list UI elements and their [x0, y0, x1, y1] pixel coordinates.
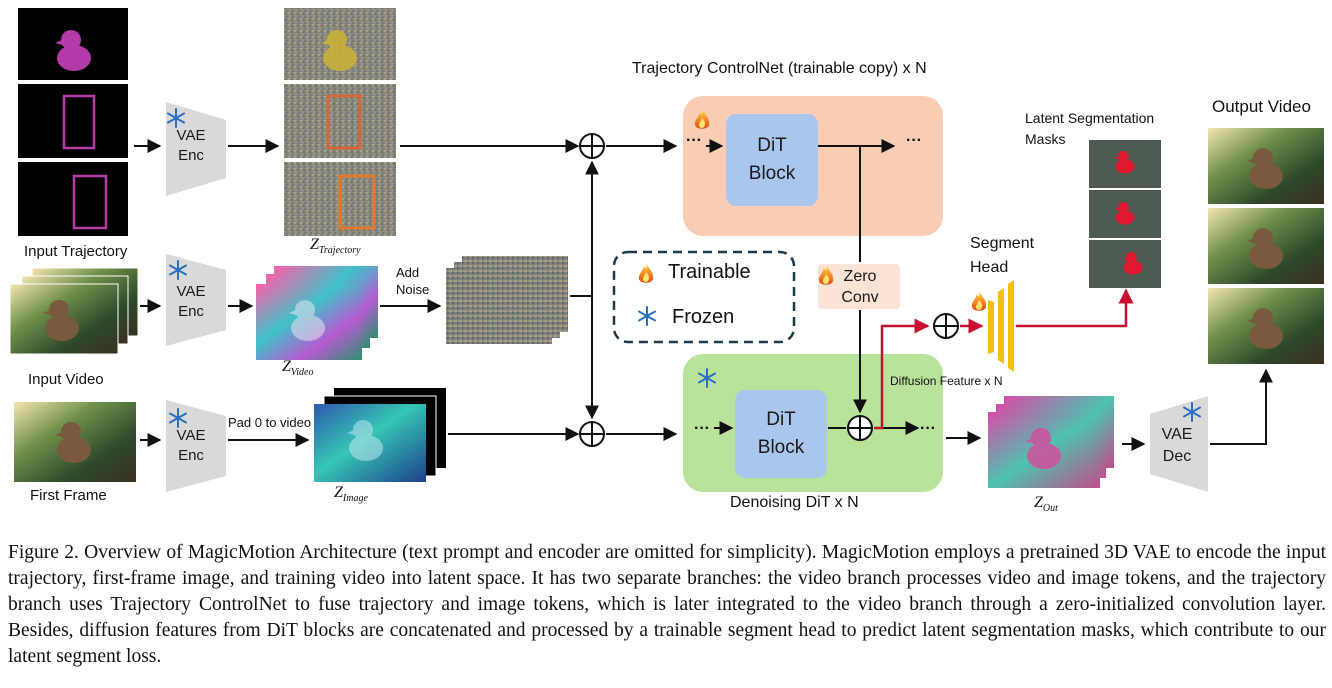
z-out-label: ZOut: [1034, 494, 1058, 515]
z-image-label: ZImage: [334, 484, 368, 505]
sum-node-dit: [847, 415, 873, 441]
snowflake-icon: [638, 306, 656, 326]
video-latent-stack: [256, 266, 378, 360]
first-frame-image: [14, 402, 136, 482]
output-latent-stack: [988, 396, 1114, 488]
input-video-stack: [9, 267, 139, 355]
denoising-title: Denoising DiT x N: [730, 494, 859, 511]
noisy-latent-stack: [446, 256, 568, 344]
vae-encoder-image: [166, 400, 226, 492]
dit-block-top-label: DiT Block: [748, 135, 796, 184]
pad-video-label: Pad 0 to video: [228, 415, 312, 430]
architecture-diagram: [9, 8, 1324, 492]
vae-enc-label-1: VAE Enc: [176, 127, 206, 164]
input-trajectory-frames: [18, 8, 128, 236]
sum-node-top: [579, 133, 605, 159]
latent-seg-masks: [1089, 140, 1161, 288]
controlnet-title: Trajectory ControlNet (trainable copy) x…: [632, 60, 927, 77]
segment-arrows: [874, 288, 1134, 430]
z-video-label: ZVideo: [282, 358, 314, 379]
segment-head: [971, 280, 1014, 372]
vae-dec-label: VAE Dec: [1161, 426, 1193, 465]
flow-arrows: [134, 139, 1273, 451]
output-video-label: Output Video: [1212, 97, 1311, 116]
dit-block-top: [726, 114, 818, 206]
output-video-frames: [1208, 128, 1324, 364]
latent-seg-masks-label: Latent Segmentation Masks: [1025, 110, 1155, 147]
zero-conv-label: Zero Conv: [841, 268, 879, 306]
ellipsis-cn-in: ···: [686, 132, 702, 149]
image-latent-stack: [314, 388, 446, 482]
ellipsis-cn-out: ···: [906, 132, 922, 149]
vae-encoder-trajectory: [166, 102, 226, 196]
trajectory-latent-frames: [284, 8, 396, 236]
diffusion-feature-label: Diffusion Feature x N: [890, 374, 1003, 388]
sum-node-features: [933, 313, 959, 339]
legend-frozen: Frozen: [672, 306, 735, 328]
add-noise-label: Add Noise: [396, 265, 430, 297]
ellipsis-dit-out: ···: [920, 420, 936, 437]
vae-encoder-video: [166, 254, 226, 346]
zero-conv-box: [818, 264, 900, 309]
vae-enc-label-3: VAE Enc: [176, 427, 206, 464]
vae-enc-label-2: VAE Enc: [176, 283, 206, 320]
sum-node-bottom: [579, 421, 605, 447]
legend-box: [612, 250, 796, 344]
first-frame-label: First Frame: [30, 487, 107, 504]
legend-trainable: Trainable: [668, 261, 751, 283]
figure-caption: Figure 2. Overview of MagicMotion Archit…: [8, 542, 1326, 667]
input-video-label: Input Video: [28, 371, 104, 388]
architecture-figure: Input Trajectory Input Video First Frame…: [9, 8, 1324, 515]
dit-block-bottom-label: DiT Block: [757, 409, 805, 458]
dit-block-bottom: [735, 390, 827, 478]
vae-decoder: [1150, 396, 1208, 492]
input-trajectory-label: Input Trajectory: [24, 243, 128, 260]
z-trajectory-label: ZTrajectory: [310, 236, 361, 257]
segment-head-label: Segment Head: [970, 235, 1035, 276]
fire-icon: [638, 264, 654, 283]
ellipsis-dit-in: ···: [694, 420, 710, 437]
